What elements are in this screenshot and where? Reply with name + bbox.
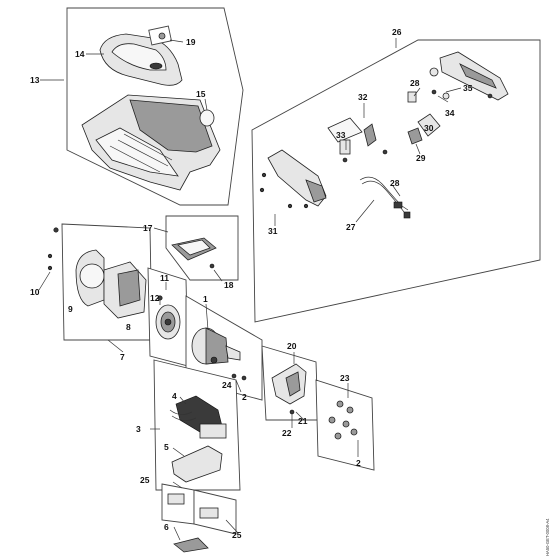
callout-14: 14 xyxy=(75,49,85,59)
callout-34: 34 xyxy=(445,108,455,118)
callout-15: 15 xyxy=(196,89,206,99)
housing-panel xyxy=(66,7,244,206)
locking-knob[interactable] xyxy=(417,113,441,137)
callout-12: 12 xyxy=(150,293,160,303)
callout-8: 8 xyxy=(126,322,131,332)
callout-26: 26 xyxy=(392,27,402,37)
callout-9: 9 xyxy=(68,304,73,314)
contact-panels xyxy=(161,483,237,553)
fan-panel xyxy=(147,267,189,367)
leader-lines xyxy=(38,38,462,541)
callout-31: 31 xyxy=(268,226,278,236)
callout-28-top: 28 xyxy=(410,78,420,88)
callout-18: 18 xyxy=(224,280,234,290)
callout-11: 11 xyxy=(160,273,169,283)
callout-29: 29 xyxy=(416,153,426,163)
callout-23: 23 xyxy=(340,373,350,383)
callout-22: 22 xyxy=(282,428,292,438)
callout-3: 3 xyxy=(136,424,141,434)
callout-13: 13 xyxy=(30,75,40,85)
callout-25-right: 25 xyxy=(232,530,242,540)
callout-7: 7 xyxy=(120,352,125,362)
contact-block[interactable] xyxy=(167,493,185,505)
callout-1: 1 xyxy=(203,294,208,304)
clip-part-6[interactable] xyxy=(173,537,209,553)
fasteners-panel xyxy=(315,379,375,471)
callout-4: 4 xyxy=(172,391,177,401)
callout-32: 32 xyxy=(358,92,368,102)
callout-24: 24 xyxy=(222,380,232,390)
filter-panel xyxy=(165,215,239,281)
screw-set[interactable] xyxy=(328,400,358,440)
callout-33: 33 xyxy=(336,130,346,140)
callout-35: 35 xyxy=(463,83,473,93)
cap-piece[interactable] xyxy=(407,127,423,145)
callout-6: 6 xyxy=(164,522,169,532)
seal-foil[interactable] xyxy=(199,109,215,127)
electronics-cover[interactable] xyxy=(171,445,223,483)
callout-25-left: 25 xyxy=(140,475,150,485)
callout-28-bottom: 28 xyxy=(390,178,400,188)
callout-21: 21 xyxy=(298,416,308,426)
handle-assembly-panel xyxy=(251,39,541,323)
control-electronics[interactable] xyxy=(169,395,227,439)
drawing-code: HA50-GET-0008-A4 xyxy=(545,518,550,556)
callout-20: 20 xyxy=(287,341,297,351)
callout-2-fasteners: 2 xyxy=(356,458,361,468)
callout-30: 30 xyxy=(424,123,434,133)
callout-2-motor: 2 xyxy=(242,392,247,402)
fan-housing-panel xyxy=(47,223,153,341)
callout-5: 5 xyxy=(164,442,169,452)
callout-17: 17 xyxy=(143,223,153,233)
callout-27: 27 xyxy=(346,222,356,232)
callout-labels: 13 14 19 15 26 32 33 28 35 34 30 29 28 2… xyxy=(30,27,473,540)
electronics-panel xyxy=(153,359,241,491)
callout-19: 19 xyxy=(186,37,196,47)
gear-housing-panel xyxy=(261,345,319,421)
switch-parts[interactable] xyxy=(327,117,388,163)
callout-10: 10 xyxy=(30,287,40,297)
